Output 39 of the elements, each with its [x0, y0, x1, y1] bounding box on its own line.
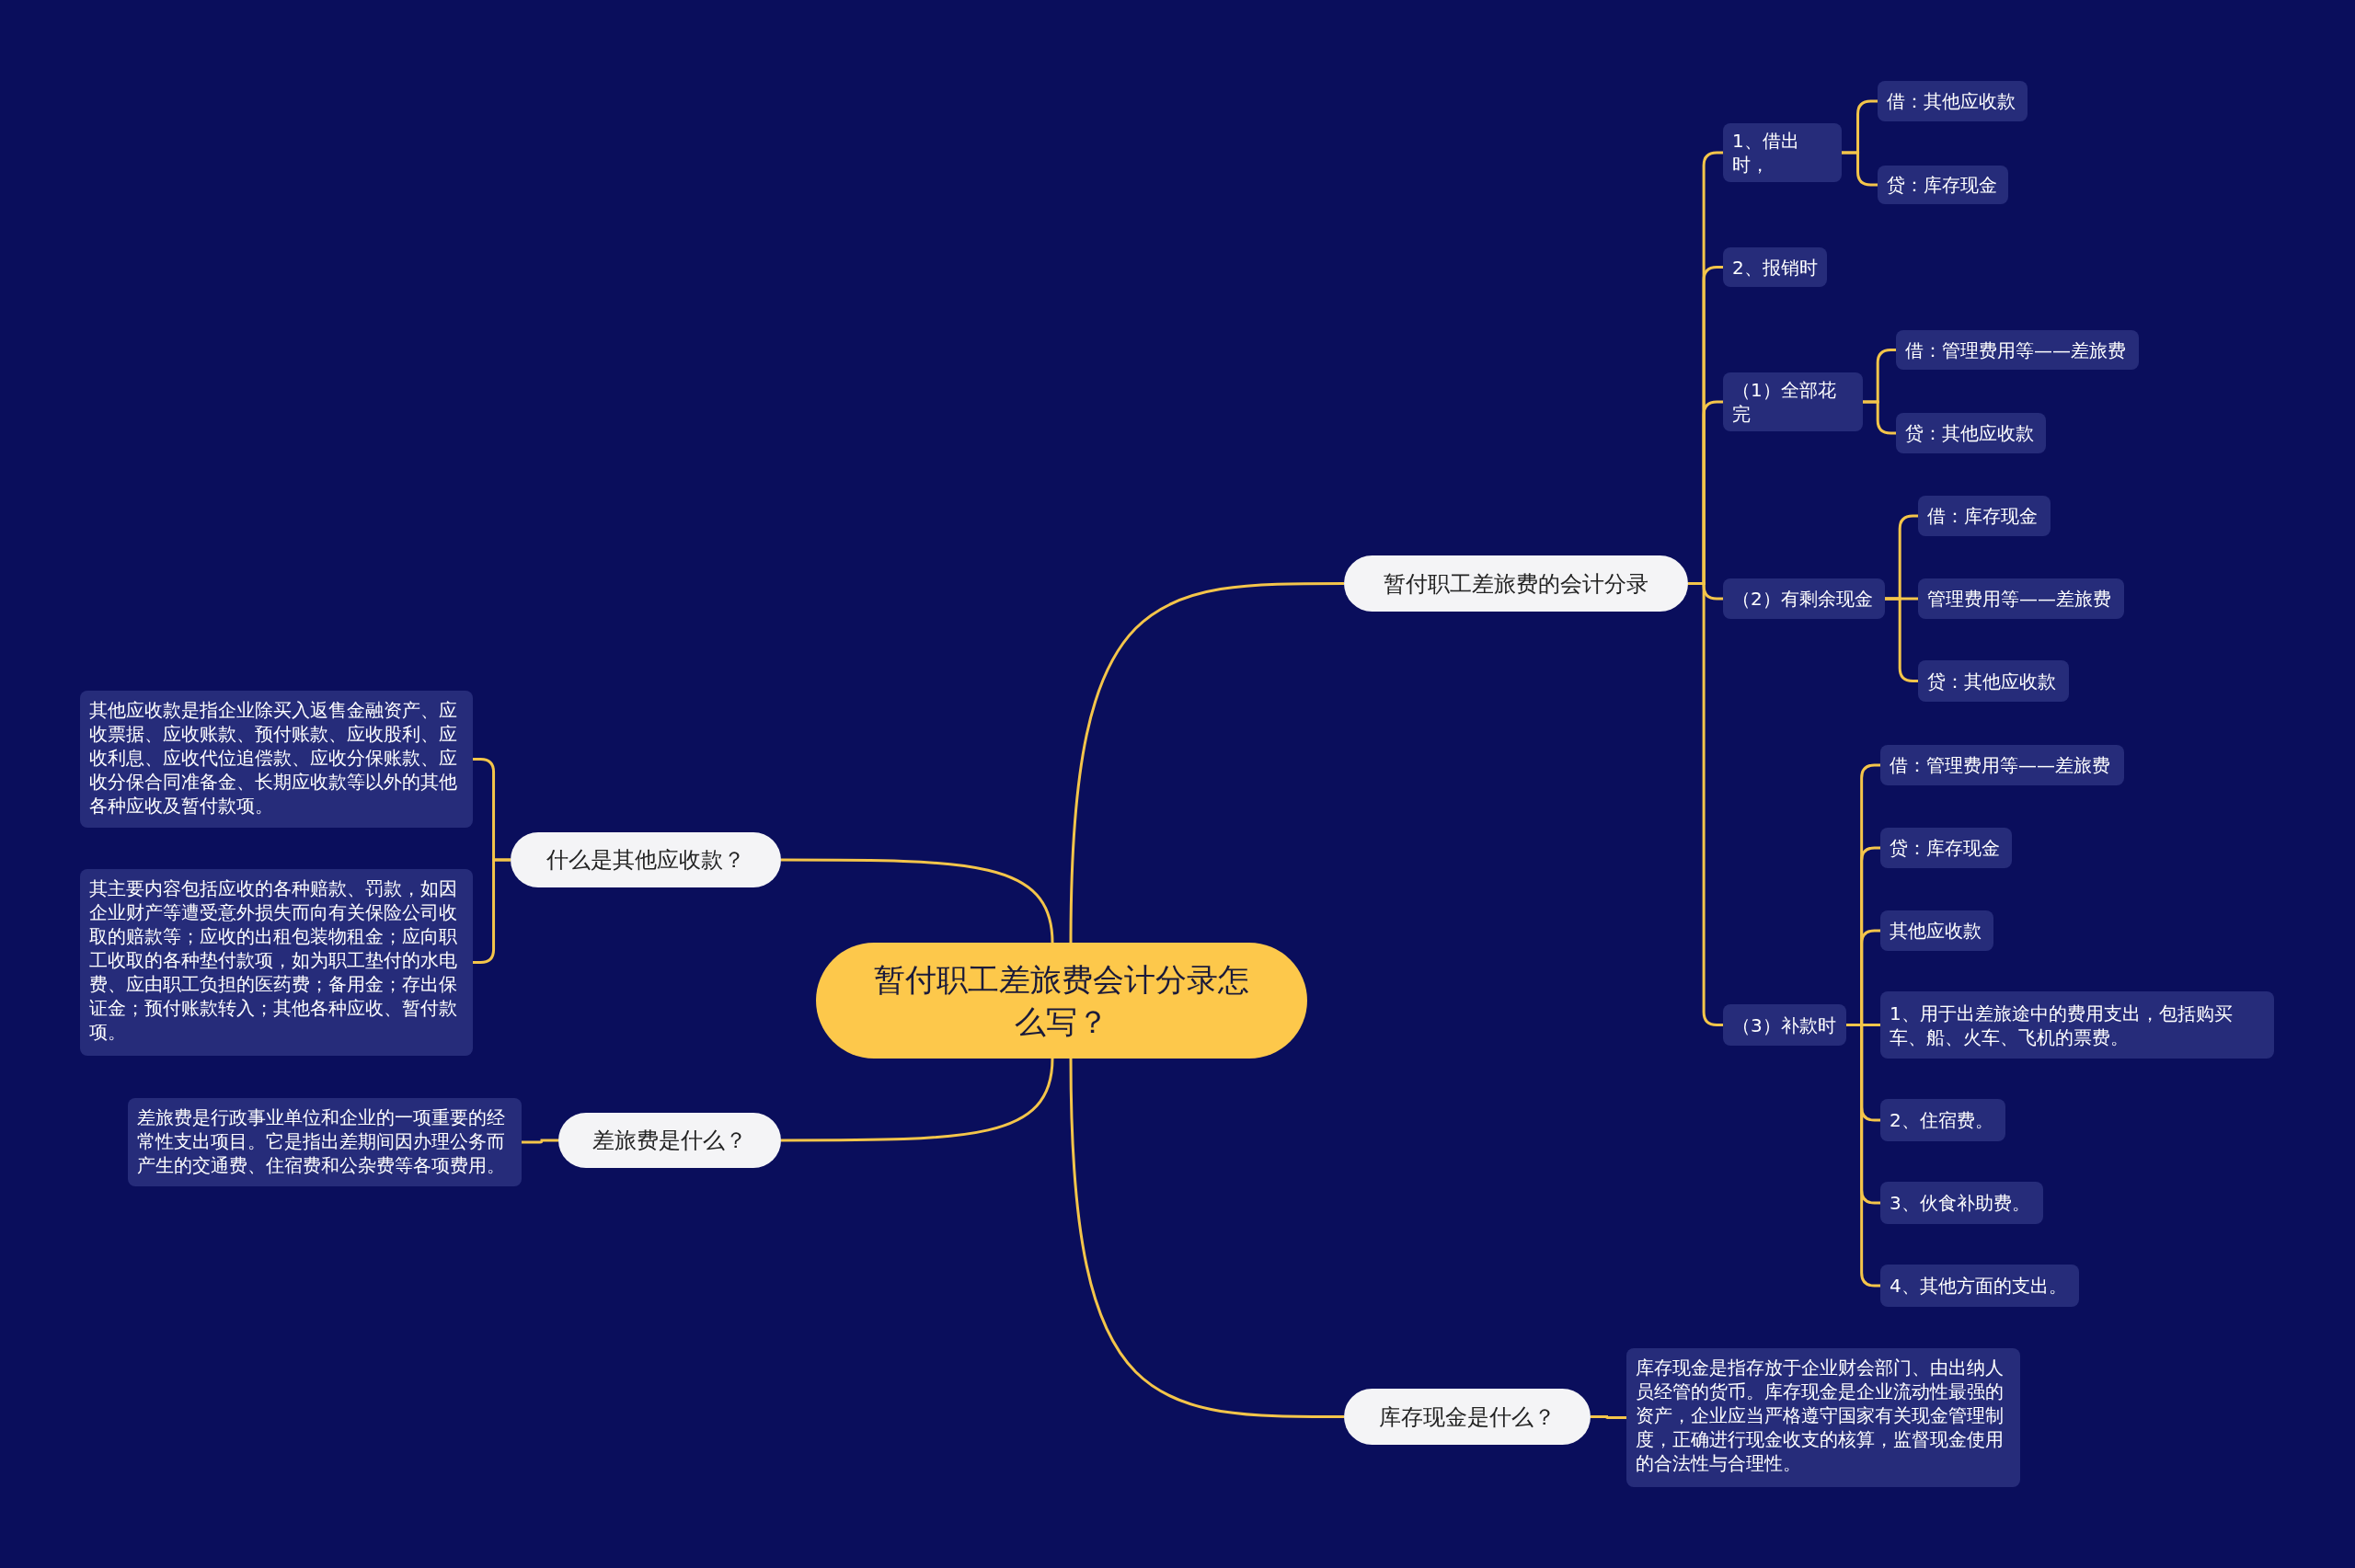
text-box: 库存现金是指存放于企业财会部门、由出纳人员经管的货币。库存现金是企业流动性最强的资产，企业应当严格遵守国家有关现金管理制度，正确进行现金收支的核算，监督现金使用的合法性与合理性。 [1626, 1348, 2020, 1487]
central-topic: 暂付职工差旅费会计分录怎么写？ [816, 943, 1307, 1059]
connector-line [1846, 1024, 1880, 1288]
entry-box: 贷：库存现金 [1878, 166, 2008, 204]
connector-line [1863, 400, 1896, 435]
entry-box: 3、伙食补助费。 [1880, 1182, 2043, 1224]
text-box: 其主要内容包括应收的各种赔款、罚款，如因企业财产等遭受意外损失而向有关保险公司收取的赔款等；应收的出租包装物租金；应向职工收取的各种垫付款项，如为职工垫付的水电费、应由职工负担的医药费；备用金；存出保证金；预付账款转入；其他各种应收、暂付款项。 [80, 869, 473, 1056]
connector-line [1069, 1058, 1344, 1418]
entry-box: 其他应收款 [1880, 910, 1993, 951]
topic-box: 暂付职工差旅费的会计分录 [1344, 555, 1688, 612]
entry-box: 借：管理费用等——差旅费 [1896, 330, 2139, 370]
connector-line [781, 858, 1054, 944]
entry-box: 贷：其他应收款 [1896, 413, 2046, 453]
connector-line [1688, 582, 1723, 1026]
entry-box: （1）全部花完 [1723, 372, 1863, 431]
entry-box: 贷：库存现金 [1880, 828, 2012, 868]
entry-box: 2、住宿费。 [1880, 1099, 2005, 1141]
entry-box: 贷：其他应收款 [1918, 660, 2069, 702]
connector-line [1069, 582, 1344, 944]
connector-line [473, 858, 511, 964]
entry-box: （2）有剩余现金 [1723, 578, 1885, 619]
topic-box: 差旅费是什么？ [558, 1113, 781, 1168]
entry-box: 2、报销时 [1723, 247, 1827, 287]
entry-box: 1、借出时， [1723, 123, 1842, 182]
entry-box: （3）补款时 [1723, 1004, 1846, 1046]
entry-box: 管理费用等——差旅费 [1918, 578, 2124, 619]
topic-box: 什么是其他应收款？ [511, 832, 781, 887]
connector-line [1842, 151, 1878, 187]
connector-line [522, 1139, 558, 1144]
entry-box: 借：管理费用等——差旅费 [1880, 745, 2124, 785]
text-box: 其他应收款是指企业除买入返售金融资产、应收票据、应收账款、预付账款、应收股利、应收利息、应收代位追偿款、应收分保账款、应收分保合同准备金、长期应收款等以外的其他各种应收及暂付款项。 [80, 691, 473, 828]
entry-box: 借：其他应收款 [1878, 81, 2028, 121]
topic-box: 库存现金是什么？ [1344, 1389, 1591, 1445]
entry-box: 借：库存现金 [1918, 496, 2051, 536]
text-box: 差旅费是行政事业单位和企业的一项重要的经常性支出项目。它是指出差期间因办理公务而产生的交通费、住宿费和公杂费等各项费用。 [128, 1098, 522, 1186]
connector-line [1591, 1415, 1626, 1419]
connector-line [781, 1058, 1054, 1142]
entry-box: 1、用于出差旅途中的费用支出，包括购买车、船、火车、飞机的票费。 [1880, 991, 2274, 1059]
entry-box: 4、其他方面的支出。 [1880, 1265, 2079, 1307]
